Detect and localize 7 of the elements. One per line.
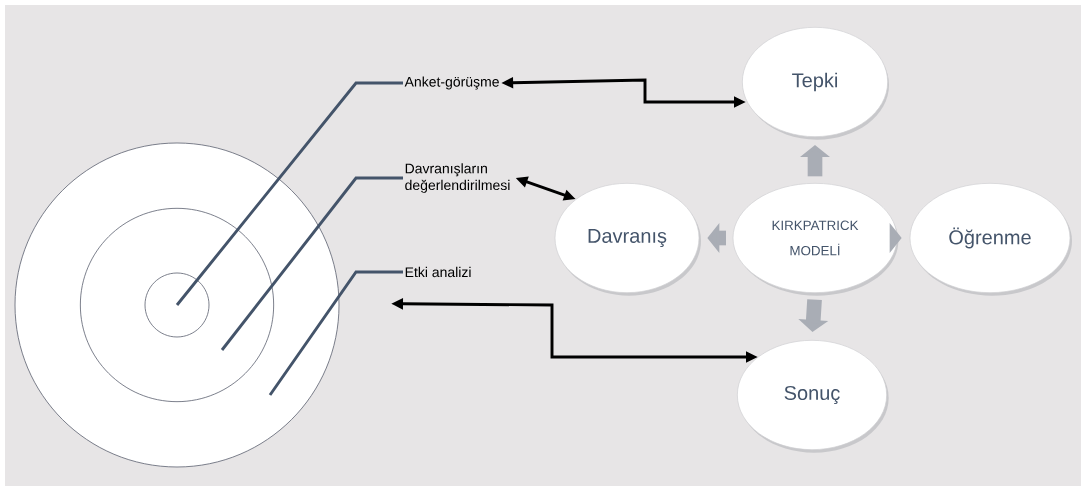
leader-label: Davranışların değerlendirilmesi <box>405 163 510 193</box>
leader-line <box>220 176 403 351</box>
leader-line <box>175 81 403 306</box>
target-circle <box>144 272 210 338</box>
leader-line <box>268 270 403 396</box>
leader-label: Anket-görüşme <box>404 76 499 90</box>
leader-label: Etki analizi <box>405 266 471 278</box>
